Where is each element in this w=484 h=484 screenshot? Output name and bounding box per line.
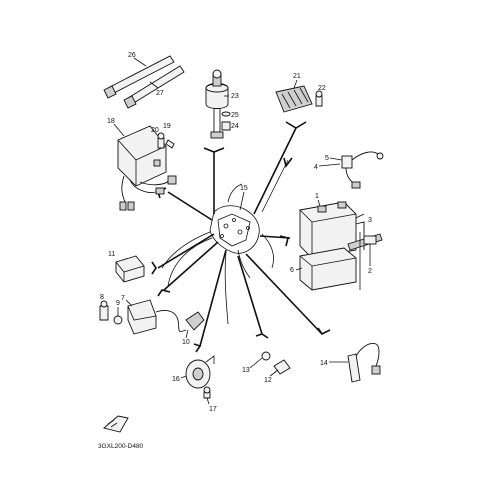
strap-bands (103, 55, 185, 109)
callout-15: 15 (240, 185, 248, 192)
ignition-switch (205, 69, 231, 139)
callout-13: 13 (242, 367, 250, 374)
ignition-coil (99, 299, 205, 335)
horn (185, 355, 215, 399)
battery-strap (347, 232, 383, 290)
battery-case (299, 247, 357, 291)
relay-unit (341, 151, 384, 189)
callout-8: 8 (100, 294, 104, 301)
callout-24: 24 (231, 123, 239, 130)
callout-23: 23 (231, 93, 239, 100)
callout-27: 27 (156, 90, 164, 97)
callout-3: 3 (368, 217, 372, 224)
callout-25: 25 (231, 112, 239, 119)
callout-20: 20 (151, 127, 159, 134)
callout-7: 7 (121, 295, 125, 302)
callout-10: 10 (182, 339, 190, 346)
callout-16: 16 (172, 376, 180, 383)
callout-11: 11 (108, 251, 115, 258)
diagram-code: 3GXL200-D480 (98, 443, 144, 450)
screw-parts-19-20 (157, 132, 175, 149)
callout-18: 18 (107, 118, 115, 125)
callout-26: 26 (128, 52, 136, 59)
callout-5: 5 (325, 155, 329, 162)
frame-sketch (161, 183, 274, 279)
callout-9: 9 (116, 300, 120, 307)
rectifier-regulator (275, 85, 323, 113)
callout-12: 12 (264, 377, 272, 384)
callout-14: 14 (320, 360, 328, 367)
callout-6: 6 (290, 267, 294, 274)
callout-4: 4 (314, 164, 318, 171)
callout-2: 2 (368, 268, 372, 275)
callout-1: 1 (315, 193, 319, 200)
battery (299, 201, 365, 259)
neutral-switch (261, 351, 291, 375)
fwd-arrow-icon (103, 415, 129, 433)
leader-lines (157, 127, 323, 347)
callout-21: 21 (293, 73, 301, 80)
flasher-relay (115, 255, 145, 283)
callout-17: 17 (209, 406, 217, 413)
callout-labels: 26 27 18 20 19 23 25 24 21 22 4 5 1 3 2 … (100, 52, 372, 413)
cdi-unit (117, 125, 177, 211)
sensor-plug (347, 343, 381, 383)
callout-19: 19 (163, 123, 171, 130)
callout-22: 22 (318, 85, 326, 92)
